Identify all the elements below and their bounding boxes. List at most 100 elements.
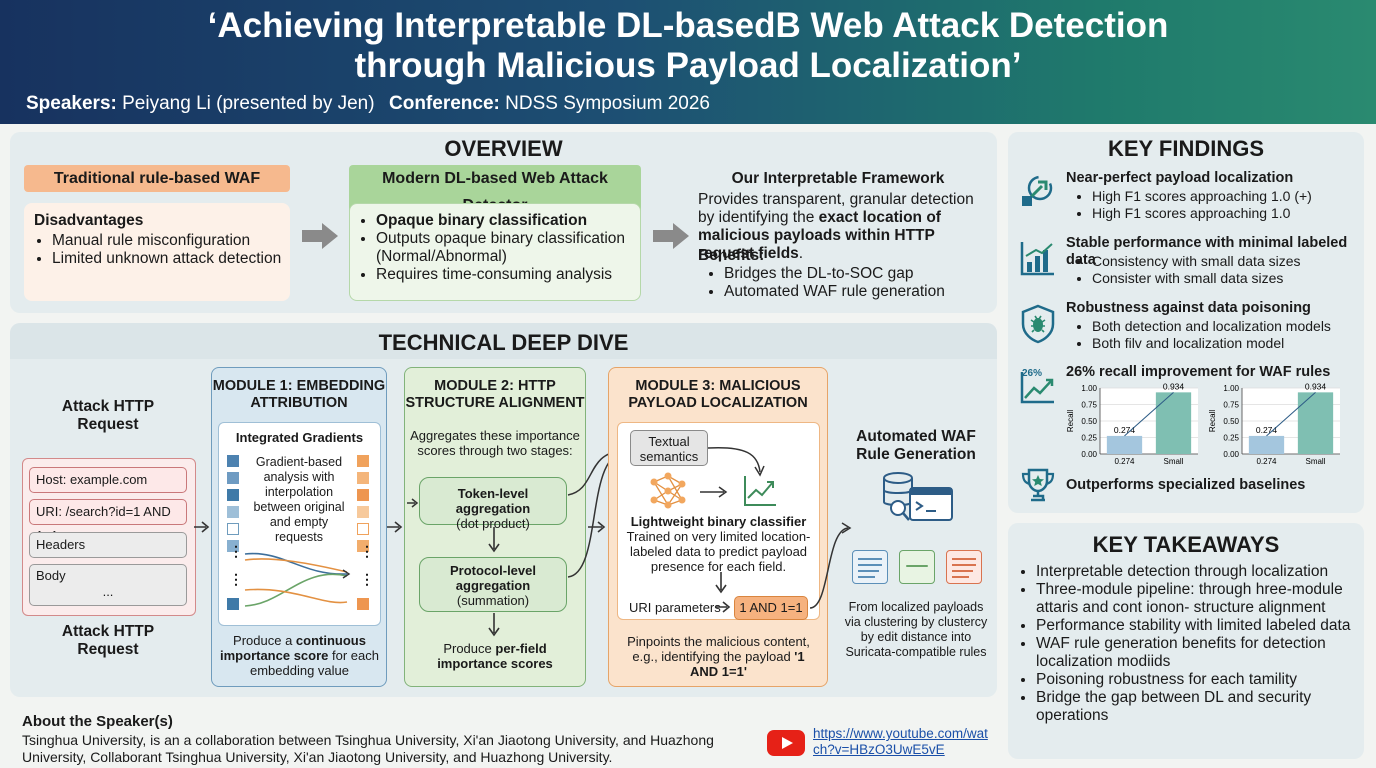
x-tick-label: 0.274	[1114, 457, 1135, 466]
connector-arrow-icon	[809, 522, 852, 609]
key-takeaways-panel	[1008, 523, 1364, 759]
arrow-icon	[194, 521, 210, 533]
page-title-line2: through Malicious Payload Localization’	[354, 46, 1022, 85]
disadvantage-item: Manual rule misconfiguration	[52, 232, 290, 250]
disadvantages-heading: Disadvantages	[34, 212, 144, 229]
arrow-icon	[700, 486, 728, 498]
classifier-title: Lightweight binary classifier	[630, 514, 807, 529]
body-label: Body	[36, 568, 66, 583]
conference-value: NDSS Symposium 2026	[505, 93, 711, 114]
interpolation-curves-icon	[244, 552, 351, 607]
framework-title: Our Interpretable Framework	[731, 170, 945, 187]
arrow-icon	[387, 521, 403, 533]
module1-footer-post: for each embedding value	[249, 648, 379, 678]
dots-right: ⋮	[360, 571, 374, 587]
y-tick-label: 1.00	[1223, 384, 1239, 393]
module2-intro: Aggregates these importance scores throu…	[410, 428, 580, 458]
request-label-top: Attack HTTP Request	[61, 398, 155, 433]
y-axis-label: Recall	[1208, 410, 1217, 432]
framework-desc-bold: exact location of malicious payloads wit…	[698, 209, 941, 262]
headers-field: Headers	[29, 532, 187, 558]
arrow-icon	[588, 521, 606, 533]
y-tick-label: 0.75	[1081, 401, 1097, 410]
takeaway-item: Interpretable detection through localiza…	[1036, 563, 1371, 581]
arrow-down-icon	[488, 527, 500, 553]
trend-line	[1124, 391, 1174, 437]
finding-bullet: High F1 scores approaching 1.0	[1092, 205, 1312, 222]
module3-footer: Pinpoints the malicious content, e.g., i…	[617, 634, 820, 679]
benefit-item: Bridges the DL-to-SOC gap	[724, 265, 945, 283]
finding-head: Outperforms specialized baselines	[1066, 477, 1306, 493]
token-level-sub: (dot product)	[456, 516, 530, 531]
takeaway-item: Poisoning robustness for each tamility	[1036, 671, 1371, 689]
video-link[interactable]: https://www.youtube.com/watch?v=HBzO3UwE…	[813, 726, 988, 757]
data-label: 0.934	[1305, 382, 1327, 391]
youtube-icon[interactable]	[766, 729, 806, 757]
finding-bullet: Both detection and localization models	[1092, 318, 1331, 335]
modern-item: Requires time-consuming analysis	[376, 266, 640, 284]
token-level-title: Token-level aggregation	[455, 486, 531, 516]
modern-dl-card: Opaque binary classification Outputs opa…	[349, 203, 641, 301]
page-title-line1: ‘Achieving Interpretable DL-basedB Web A…	[207, 6, 1169, 45]
key-takeaways-title: KEY TAKEAWAYS	[1092, 532, 1280, 557]
takeaway-item: WAF rule generation benefits for detecti…	[1036, 635, 1371, 671]
y-tick-label: 0.25	[1081, 434, 1097, 443]
arrow-icon	[715, 601, 731, 613]
bar-chart-icon	[1020, 242, 1054, 276]
trend-line	[1266, 391, 1316, 437]
arrow-right-icon	[302, 223, 338, 249]
dots-right: ⋮	[360, 543, 374, 559]
y-tick-label: 1.00	[1081, 384, 1097, 393]
host-field: Host: example.com	[29, 467, 187, 493]
bar	[1106, 435, 1143, 454]
modern-item: Opaque binary classification	[376, 212, 640, 230]
protocol-level-title: Protocol-level aggregation	[450, 563, 536, 593]
bar	[1248, 435, 1285, 454]
bar	[1155, 392, 1192, 454]
arrow-down-icon	[488, 613, 500, 637]
rule-doc-icon	[852, 550, 888, 584]
bar	[1297, 392, 1334, 454]
about-text: Tsinghua University, is an a collaborati…	[22, 732, 714, 765]
x-tick-label: Small	[1305, 457, 1325, 466]
curve-arrow-icon	[707, 446, 765, 477]
module2-footer: Produce per-field importance scores	[410, 641, 580, 671]
arrow-down-icon	[715, 572, 727, 594]
classifier-desc: Trained on very limited location-labeled…	[626, 529, 811, 574]
recall-chart-b: 1.000.750.500.250.00Recall0.2740.274Smal…	[1208, 382, 1340, 466]
shield-bug-icon	[1021, 304, 1055, 344]
textual-semantics-box: Textual semantics	[630, 430, 708, 466]
protocol-level-box: Protocol-level aggregation (summation)	[419, 557, 567, 612]
modern-item: Outputs opaque binary classification (No…	[376, 230, 640, 266]
ig-desc: Gradient-based analysis with interpolati…	[253, 455, 345, 544]
finding-head: Robustness against data poisoning	[1066, 300, 1311, 316]
framework-desc-post: .	[798, 245, 804, 262]
framework-desc-pre: Provides transparent, granular detection…	[698, 191, 974, 226]
speakers: Speakers: Peiyang Li (presented by Jen)	[26, 93, 375, 115]
payload-highlight: 1 AND 1=1	[734, 596, 808, 620]
module1-footer: Produce a continuous importance score fo…	[218, 633, 381, 678]
data-label: 0.934	[1163, 382, 1185, 391]
deep-dive-title: TECHNICAL DEEP DIVE	[378, 330, 629, 355]
finding-bullet: Consister with small data sizes	[1092, 270, 1301, 287]
takeaway-item: Three-module pipeline: through hree-modu…	[1036, 581, 1371, 617]
finding-head: Near-perfect payload localization	[1066, 170, 1294, 186]
x-tick-label: Small	[1163, 457, 1183, 466]
module3-footer-bold: '1 AND 1=1'	[690, 649, 805, 679]
finding-head: Stable performance with minimal labeled …	[1066, 235, 1348, 268]
benefits-label: Benefits:	[698, 247, 765, 264]
y-tick-label: 0.25	[1223, 434, 1239, 443]
module2-footer-pre: Produce	[443, 641, 496, 656]
database-search-icon	[883, 472, 953, 521]
y-tick-label: 0.75	[1223, 401, 1239, 410]
finding-bullet: Both filv and localization model	[1092, 335, 1331, 352]
y-axis-label: Recall	[1066, 410, 1075, 432]
takeaway-item: Performance stability with limited label…	[1036, 617, 1371, 635]
embedding-square	[227, 598, 239, 610]
header-banner	[0, 0, 1376, 124]
body-ellipsis: ...	[102, 584, 114, 599]
body-field: Body ...	[29, 564, 187, 606]
embedding-squares-left	[227, 455, 241, 552]
line-chart-icon	[744, 476, 776, 506]
y-tick-label: 0.50	[1223, 417, 1239, 426]
